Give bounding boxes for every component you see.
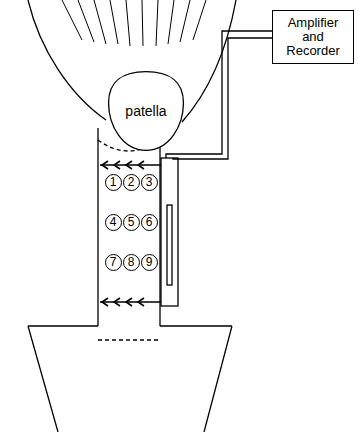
patella-outline xyxy=(109,72,184,151)
electrode xyxy=(100,161,162,306)
recording-site: 7 xyxy=(105,254,122,271)
recording-site: 5 xyxy=(123,214,140,231)
holder-slot xyxy=(167,205,172,285)
equipment-label: Amplifier and Recorder xyxy=(279,16,347,59)
recording-site: 9 xyxy=(141,254,158,271)
recording-site: 2 xyxy=(123,174,140,191)
site-number: 3 xyxy=(146,176,153,188)
recording-site: 3 xyxy=(141,174,158,191)
site-number: 8 xyxy=(128,256,135,268)
tibia-edge-dashed xyxy=(98,339,160,340)
site-number: 9 xyxy=(146,256,153,268)
recording-site: 1 xyxy=(105,174,122,191)
site-number: 6 xyxy=(146,216,153,228)
recording-site: 8 xyxy=(123,254,140,271)
site-number: 1 xyxy=(110,176,117,188)
recording-site: 6 xyxy=(141,214,158,231)
tibia-outline xyxy=(28,326,232,432)
patella-shape: patella xyxy=(107,70,185,152)
site-number: 2 xyxy=(128,176,135,188)
muscle-hatching xyxy=(62,0,206,46)
equipment-box: Amplifier and Recorder xyxy=(272,10,354,64)
thigh-outline xyxy=(28,0,106,120)
electrode-holder xyxy=(161,158,178,306)
site-number: 5 xyxy=(128,216,135,228)
recording-site: 4 xyxy=(105,214,122,231)
site-number: 4 xyxy=(110,216,117,228)
cable xyxy=(173,38,272,159)
bone-label: patella xyxy=(125,103,166,119)
tendon-edge xyxy=(97,128,98,326)
site-number: 7 xyxy=(110,256,117,268)
